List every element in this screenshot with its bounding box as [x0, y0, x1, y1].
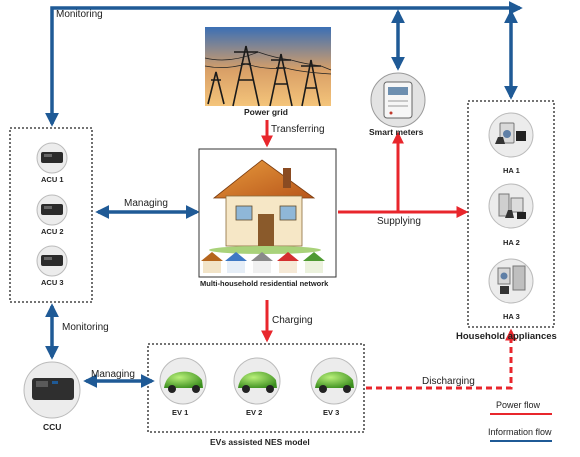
- monitoring-top-label: Monitoring: [56, 9, 103, 20]
- ev-label-2: EV 2: [246, 408, 263, 417]
- ha-label-3: HA 3: [503, 312, 520, 321]
- house-label: Multi-household residential network: [200, 279, 329, 288]
- smart-meter-image: [370, 72, 426, 128]
- legend-power-label: Power flow: [496, 400, 541, 410]
- ccu-image: [23, 361, 81, 419]
- small-houses: [201, 252, 325, 273]
- supplying-label: Supplying: [377, 216, 421, 227]
- ha-label-1: HA 1: [503, 166, 520, 175]
- managing-ccu-label: Managing: [91, 369, 135, 380]
- discharging-label: Discharging: [422, 376, 475, 387]
- ccu-label: CCU: [43, 422, 62, 432]
- discharging-line: [366, 328, 517, 390]
- house-image: [198, 148, 337, 278]
- charging-label: Charging: [272, 315, 313, 326]
- acu-devices: [36, 142, 68, 277]
- smart-meters-label: Smart meters: [369, 127, 424, 137]
- managing-acu-label: Managing: [124, 198, 168, 209]
- ev-model-label: EVs assisted NES model: [210, 437, 310, 447]
- acu-label-1: ACU 1: [41, 175, 64, 184]
- power-grid-label: Power grid: [244, 107, 288, 117]
- monitoring-ccu-label: Monitoring: [62, 322, 109, 333]
- power-grid-image: [204, 27, 332, 107]
- acu-label-2: ACU 2: [41, 227, 64, 236]
- monitoring-top-line: [45, 1, 523, 127]
- legend: [490, 413, 552, 442]
- ev-group-box: [147, 343, 365, 433]
- information-flow-lines: [45, 1, 523, 388]
- power-flow-lines: [261, 120, 517, 390]
- ev-label-3: EV 3: [323, 408, 340, 417]
- ev-images: [159, 357, 358, 405]
- household-appliances-label: Household appliances: [456, 331, 557, 342]
- legend-information-label: Information flow: [488, 427, 552, 437]
- supplying-meter-line: [338, 131, 404, 214]
- ev-label-1: EV 1: [172, 408, 189, 417]
- acu-label-3: ACU 3: [41, 278, 64, 287]
- appliance-images: [488, 112, 534, 304]
- acu-group-box: [9, 127, 93, 303]
- transferring-label: Transferring: [271, 124, 325, 135]
- ha-label-2: HA 2: [503, 238, 520, 247]
